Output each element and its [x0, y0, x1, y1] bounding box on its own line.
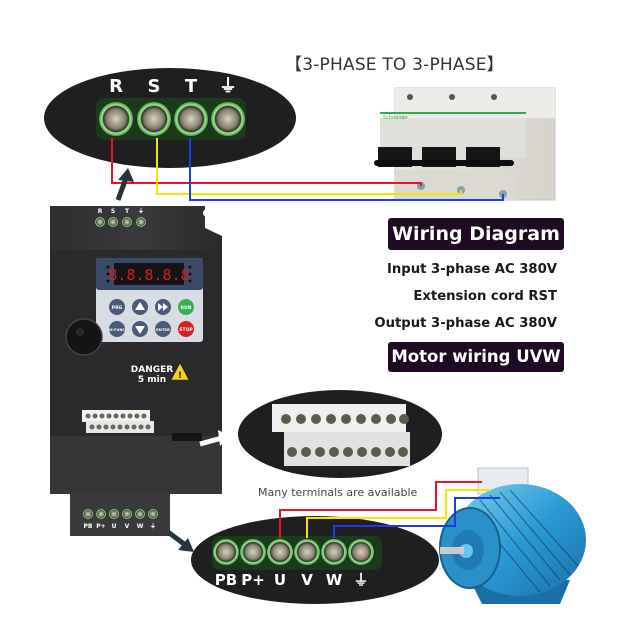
ground-icon: ⏚	[353, 571, 368, 589]
wire-t	[189, 138, 504, 201]
svg-text:S: S	[111, 208, 115, 215]
svg-text:ENTER: ENTER	[156, 327, 170, 332]
arrow-down-right-icon	[166, 530, 194, 552]
page-title: 【3-PHASE TO 3-PHASE】	[285, 55, 504, 75]
input-label-t: T	[185, 76, 198, 97]
wire-w	[333, 497, 500, 538]
wire-r	[111, 138, 422, 186]
svg-text:U: U	[112, 523, 117, 530]
motor-wiring-badge: Motor wiring UVW	[388, 342, 564, 372]
control-terminal-closeup	[238, 390, 442, 478]
svg-text:DANGER: DANGER	[131, 365, 174, 375]
info-output-voltage: Output 3-phase AC 380V	[374, 316, 557, 331]
svg-text:T: T	[125, 208, 130, 215]
key-enter[interactable]: ENTER	[155, 321, 171, 337]
output-label-v: V	[301, 571, 313, 589]
ground-icon: ⏚	[219, 76, 237, 97]
key-shift[interactable]	[155, 299, 171, 315]
svg-text:M-FUNC: M-FUNC	[109, 328, 125, 332]
svg-text:Schneider: Schneider	[383, 115, 409, 121]
output-label-p-plus: P+	[241, 571, 265, 589]
frequency-inverter: R S T ⏚ 8.8.8.8.8 PRG RUN M-FUNC ENTER S…	[50, 206, 222, 536]
keypad-panel: 8.8.8.8.8 PRG RUN M-FUNC ENTER STOP	[96, 258, 203, 342]
svg-text:⏚: ⏚	[150, 523, 156, 530]
danger-warning: DANGER 5 min !	[131, 362, 190, 385]
potentiometer-knob[interactable]	[65, 318, 103, 356]
wire-u	[279, 481, 482, 538]
svg-text:PB: PB	[84, 523, 93, 530]
output-terminal-closeup: PB P+ U V W ⏚	[191, 516, 439, 604]
wiring-diagram-badge: Wiring Diagram	[388, 218, 564, 250]
svg-text:W: W	[137, 523, 144, 530]
svg-text:V: V	[125, 523, 130, 530]
output-wires	[279, 481, 500, 538]
key-m-func[interactable]: M-FUNC	[109, 321, 125, 337]
svg-text:!: !	[178, 371, 182, 381]
inverter-input-terminals: R S T ⏚	[95, 208, 146, 227]
info-input-voltage: Input 3-phase AC 380V	[387, 262, 557, 277]
key-run[interactable]: RUN	[178, 299, 194, 315]
svg-text:STOP: STOP	[179, 327, 193, 333]
info-extension-cord: Extension cord RST	[413, 289, 557, 304]
input-wires	[111, 138, 504, 201]
svg-text:RUN: RUN	[181, 305, 192, 311]
key-stop[interactable]: STOP	[178, 321, 194, 337]
svg-text:R: R	[98, 208, 103, 215]
output-label-w: W	[326, 571, 343, 589]
svg-text:⏚: ⏚	[138, 208, 144, 215]
input-screw-s	[137, 102, 171, 136]
inverter-output-terminals: PB P+ U V W ⏚	[83, 509, 158, 530]
key-up[interactable]	[132, 299, 148, 315]
input-label-s: S	[148, 76, 161, 97]
output-label-u: U	[274, 571, 286, 589]
input-screw-t	[174, 102, 208, 136]
wire-v	[306, 489, 490, 538]
arrow-up-icon	[115, 168, 134, 201]
terminals-caption: Many terminals are available	[258, 486, 418, 499]
input-label-r: R	[109, 76, 123, 97]
input-screw-ground	[211, 102, 245, 136]
arrow-right-icon	[199, 430, 230, 447]
electric-motor	[439, 467, 586, 604]
key-down[interactable]	[132, 321, 148, 337]
input-terminal-closeup: R S T ⏚	[44, 68, 296, 168]
key-prg[interactable]: PRG	[109, 299, 125, 315]
svg-text:5 min: 5 min	[138, 375, 166, 385]
circuit-breaker: Schneider	[374, 87, 556, 201]
output-label-pb: PB	[215, 571, 237, 589]
svg-text:P+: P+	[96, 523, 105, 530]
svg-text:PRG: PRG	[112, 305, 123, 311]
warning-triangle-icon: !	[170, 362, 190, 381]
input-screw-r	[99, 102, 133, 136]
wire-s	[156, 138, 462, 195]
led-display: 8.8.8.8.8	[108, 266, 189, 284]
control-terminal-block	[82, 410, 202, 441]
